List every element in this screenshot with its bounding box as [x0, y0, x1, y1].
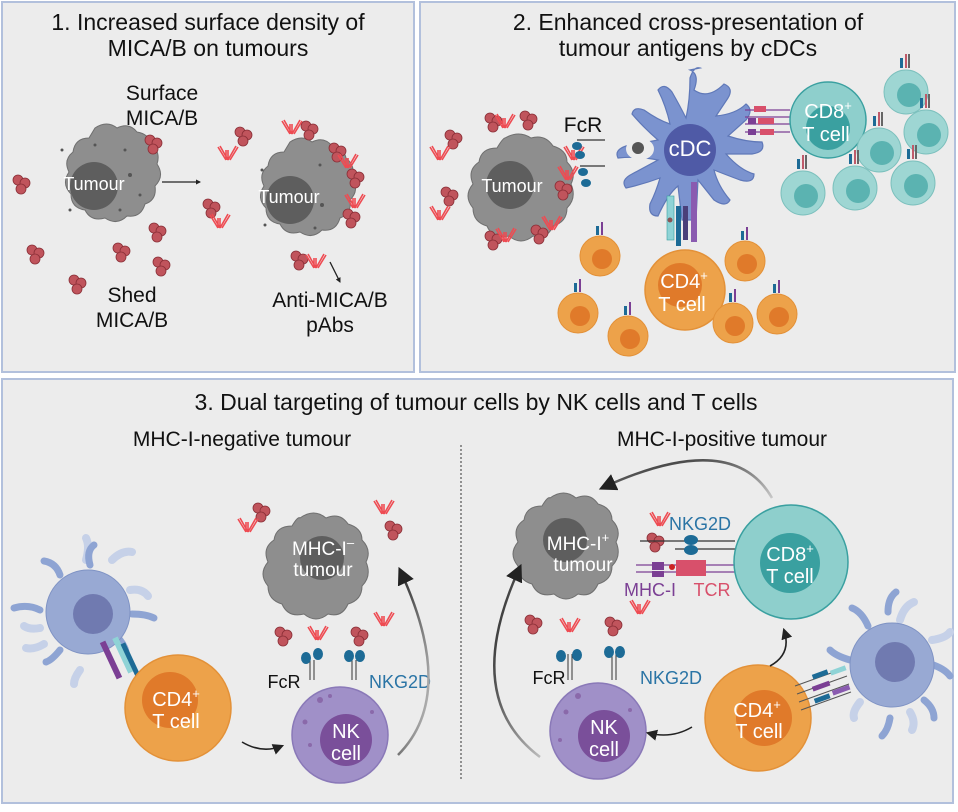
cdc-cell	[616, 67, 764, 221]
nkg2d-label-right-bottom: NKG2D	[640, 668, 702, 688]
cd4-t-cell-right	[704, 664, 812, 772]
mhc-tcr-bundle-right	[794, 665, 852, 711]
pabs-label-line1: Anti-MICA/B	[272, 289, 388, 312]
cd4-to-nk-arrow-left	[241, 741, 285, 755]
pabs-pointer-arrow	[329, 261, 341, 283]
cdc-label: cDC	[669, 136, 712, 161]
nk-receptors-left	[301, 648, 365, 680]
cd8-label-line2-p2: T cell	[802, 124, 849, 146]
nkg2d-label-right-top: NKG2D	[669, 514, 731, 534]
surface-mica-label-line2: MICA/B	[126, 107, 198, 130]
panel-2-title-line1: 2. Enhanced cross-presentation of	[513, 9, 864, 35]
nk-cell-left	[291, 686, 389, 784]
fc-receptors-p2	[572, 139, 605, 187]
fcr-label-right: FcR	[533, 668, 566, 688]
mhc-positive-tumour-cell	[512, 492, 619, 600]
mhc-negative-tumour-label-line2: tumour	[293, 560, 353, 581]
dendritic-cell-left	[10, 534, 158, 688]
cd4-label-line2-p2: T cell	[658, 294, 705, 316]
cd4-left-label-line2: T cell	[152, 711, 199, 733]
cd4-right-label-line2: T cell	[735, 721, 782, 743]
fcr-label-left: FcR	[268, 672, 301, 692]
nk-right-label-line2: cell	[589, 739, 619, 761]
cd8-right-label-line1: CD8+	[766, 541, 814, 566]
cd8-t-cell-right	[733, 504, 849, 620]
tumour-cell-left	[60, 123, 161, 222]
mhc-positive-tumour-label-line1: MHC-I+	[547, 530, 609, 555]
tumour-cell-right	[260, 137, 356, 236]
mhc-negative-subtitle: MHC-I-negative tumour	[133, 428, 351, 451]
shed-mica-label-line2: MICA/B	[96, 309, 168, 332]
panel-2-title-line2: tumour antigens by cDCs	[559, 35, 817, 61]
panel-1-title-line1: 1. Increased surface density of	[51, 9, 365, 35]
panel-3-title: 3. Dual targeting of tumour cells by NK …	[195, 389, 758, 415]
tumour-left-label: Tumour	[63, 174, 124, 194]
cd8-t-cell-p2	[789, 81, 867, 159]
tcr-label: TCR	[694, 580, 731, 600]
nk-left-label-line1: NK	[332, 721, 360, 743]
cd4-right-label-line1: CD4+	[733, 697, 781, 722]
cd8-right-label-line2: T cell	[766, 566, 813, 588]
cd4-to-nk-arrow-right	[645, 726, 693, 741]
panel-1-title-line2: MICA/B on tumours	[108, 35, 309, 61]
cd4-t-cell-left	[124, 654, 232, 762]
tumour-p2-label: Tumour	[481, 176, 542, 196]
fcr-label-p2: FcR	[564, 114, 603, 137]
nkg2d-label-left: NKG2D	[369, 672, 431, 692]
nk-kills-tumour-arrow-left	[397, 566, 430, 756]
nk-right-label-line1: NK	[590, 717, 618, 739]
mhc-tcr-bundle-cd4	[666, 182, 697, 246]
tumour-cd8-synapse	[636, 511, 735, 577]
mhc-negative-tumour-label-line1: MHC-I–	[292, 535, 355, 560]
nk-kills-tumour-arrow-right	[493, 563, 541, 758]
pabs-label-line2: pAbs	[306, 314, 354, 337]
mhc-positive-subtitle: MHC-I-positive tumour	[617, 428, 827, 451]
cd8-kills-tumour-arrow	[598, 459, 774, 499]
cd8-label-line1-p2: CD8+	[804, 98, 852, 123]
nk-left-label-line2: cell	[331, 743, 361, 765]
surface-mica-label-line1: Surface	[126, 82, 198, 105]
cd4-to-cd8-arrow	[769, 627, 793, 667]
cd4-t-cell-p2	[644, 249, 726, 331]
mhc-positive-tumour-label-line2: tumour	[553, 555, 613, 576]
tumour-right-label: Tumour	[258, 187, 319, 207]
nk-receptors-right	[556, 646, 625, 680]
cd4-label-line1-p2: CD4+	[660, 268, 708, 293]
dendritic-cell-right	[826, 588, 954, 740]
mhc-tcr-bundle-left	[99, 636, 141, 680]
mhc-i-label: MHC-I	[624, 580, 676, 600]
cd4-left-label-line1: CD4+	[152, 686, 200, 711]
tumour-cell-p2	[467, 133, 574, 242]
shed-mica-label-line1: Shed	[107, 284, 156, 307]
mhc-tcr-bundle-cd8	[745, 106, 790, 135]
mhc-negative-tumour-cell	[262, 512, 369, 620]
